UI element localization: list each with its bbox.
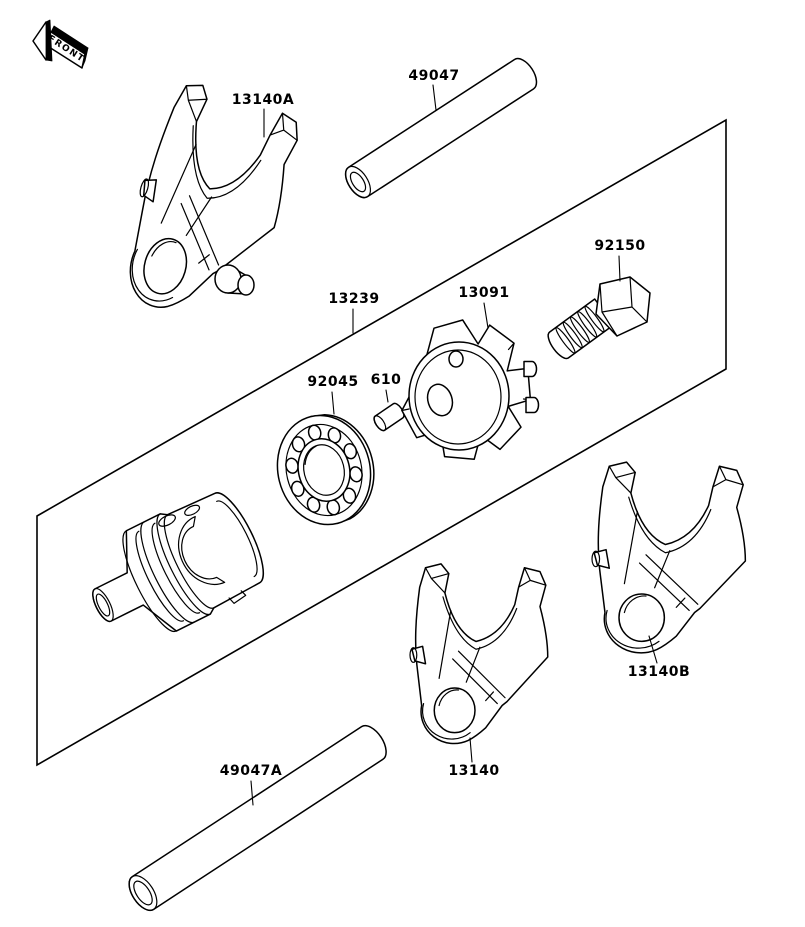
fork-follower-pin-cap (237, 274, 255, 296)
bearing-ball (291, 436, 306, 453)
bearing-inner-race (297, 438, 351, 502)
drum-ridge-arc-2 (156, 513, 211, 616)
cam-hole-small (448, 350, 464, 368)
leader-13091 (483, 302, 489, 329)
part-label-13140a: 13140A (232, 92, 295, 108)
shift-fork-13140a (109, 75, 308, 334)
drum-body-step-arc (163, 514, 215, 609)
drum-shaft-bore (95, 593, 111, 617)
pin-end-rim (373, 415, 387, 432)
part-label-13140b: 13140B (628, 664, 690, 680)
drum-flange-arc (122, 530, 177, 633)
part-label-92150: 92150 (594, 238, 645, 254)
leader-lines (250, 84, 658, 806)
bearing-ball (342, 487, 357, 504)
part-label-610: 610 (371, 372, 402, 388)
leader-49047 (432, 84, 437, 111)
rod-end-rim (128, 875, 158, 911)
rod-body (128, 724, 387, 912)
part-label-92045: 92045 (307, 374, 358, 390)
shift-fork-13140b (591, 461, 747, 654)
front-arrow-extrusion-bar (45, 19, 53, 62)
bolt-head-facets (599, 276, 648, 337)
cam-pin-lower (525, 396, 540, 414)
bolt-thread (577, 311, 598, 338)
drum-bottom-notch (228, 590, 247, 604)
part-label-13239: 13239 (328, 291, 379, 307)
leader-92150 (618, 255, 621, 282)
drum-slot-1 (158, 514, 176, 527)
rod-end-rim (344, 165, 372, 199)
bearing-ball (327, 427, 342, 444)
part-labels: 13140A 49047 92150 13239 13091 92045 610… (220, 68, 690, 779)
part-label-13091: 13091 (458, 285, 509, 301)
bolt-thread (562, 321, 583, 349)
cam-hole-large (426, 383, 454, 417)
shift-fork-13140 (409, 563, 549, 745)
part-label-49047: 49047 (408, 68, 459, 84)
drum-shaft-rim (92, 587, 114, 623)
drum-cam-track (178, 515, 226, 585)
bearing-ball (306, 496, 321, 513)
bearing-bore-depth-arc (304, 445, 317, 466)
bolt-thread (569, 316, 591, 343)
bearing-bore (303, 444, 345, 496)
pin-body (373, 402, 405, 432)
shift-rod-49047 (344, 57, 538, 199)
drum-end-rim-arc (216, 500, 258, 578)
leader-49047a (250, 780, 254, 806)
shift-rod-49047a (128, 724, 387, 912)
leader-610 (385, 389, 389, 403)
bolt-92150 (547, 276, 651, 360)
rod-end-bore (133, 880, 153, 906)
leader-13140 (469, 737, 473, 763)
cam-face-ring (414, 349, 502, 445)
dowel-pin-610 (373, 402, 405, 432)
drum-ridge-arc-1 (140, 521, 195, 624)
part-label-49047a: 49047A (220, 763, 283, 779)
gear-change-drum (92, 492, 265, 633)
drum-groove-arc-1 (135, 530, 185, 622)
bolt-thread (555, 327, 576, 354)
assembly-plane (36, 118, 727, 767)
front-arrow-extrusion-end (81, 47, 89, 69)
drum-slot-2 (184, 504, 201, 516)
rod-end-bore (349, 171, 367, 193)
cam-lobe-bevels (401, 319, 531, 412)
cam-face (408, 341, 510, 451)
leader-92045 (331, 391, 335, 415)
ball-bearing-92045 (276, 413, 375, 526)
leader-13140b (648, 635, 658, 664)
shift-drum-cam-13091 (401, 319, 540, 461)
part-label-13140: 13140 (448, 763, 499, 779)
front-marker: FRONT (32, 19, 89, 69)
cam-pin-upper (523, 360, 538, 378)
drum-groove-arc-2 (151, 522, 201, 614)
fork-follower-boss (214, 264, 242, 294)
